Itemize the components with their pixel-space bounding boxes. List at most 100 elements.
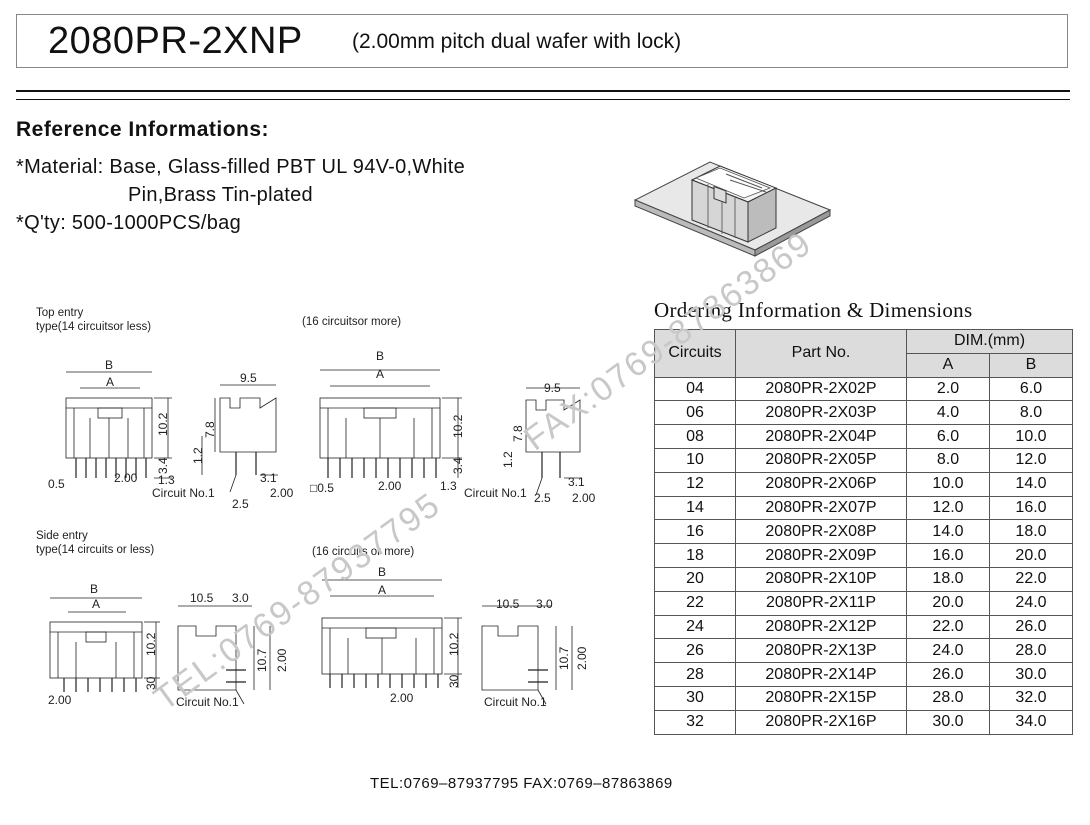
dim-label: 10.5 (496, 597, 520, 611)
circuit-label: Circuit No.1 (152, 486, 215, 500)
cell-circuits: 26 (654, 638, 736, 664)
title-box (16, 14, 1068, 68)
cell-circuits: 22 (654, 590, 736, 616)
cell-a: 18.0 (906, 566, 990, 592)
cell-a: 6.0 (906, 424, 990, 449)
cell-part: 2080PR-2X11P (735, 590, 907, 616)
cell-b: 26.0 (989, 614, 1073, 640)
side-entry-large-front-view (321, 579, 462, 688)
cell-circuits: 12 (654, 471, 736, 497)
dim-label: 2.5 (232, 497, 249, 511)
cell-a: 30.0 (906, 709, 990, 735)
cell-a: 4.0 (906, 400, 990, 426)
cell-circuits: 32 (654, 709, 736, 735)
side-entry-small-side-view (177, 605, 271, 705)
side-entry-more-label: (16 circuits or more) (312, 546, 415, 558)
cell-b: 6.0 (989, 376, 1073, 402)
dim-label: 3.1 (568, 475, 585, 489)
cell-part: 2080PR-2X07P (735, 495, 907, 521)
cell-b: 12.0 (989, 447, 1073, 473)
cell-part: 2080PR-2X03P (735, 400, 907, 426)
dim-label: 3.0 (232, 591, 249, 605)
top-entry-label: Top entry (36, 307, 84, 319)
side-entry-large-side-view (481, 605, 573, 705)
part-subtitle: (2.00mm pitch dual wafer with lock) (352, 30, 682, 53)
dim-label: 10.2 (156, 412, 170, 436)
cell-circuits: 10 (654, 447, 736, 473)
top-entry-small-front-view (65, 371, 172, 479)
dim-label: B (378, 565, 386, 579)
dim-label: 10.5 (190, 591, 214, 605)
cell-b: 28.0 (989, 638, 1073, 664)
dim-label: 3.4 (156, 457, 170, 474)
cell-a: 8.0 (906, 447, 990, 473)
circuit-label: Circuit No.1 (484, 695, 547, 709)
dim-label: 1.3 (440, 479, 457, 493)
header-part-no: Part No. (735, 329, 907, 378)
circuit-label: Circuit No.1 (464, 486, 527, 500)
cell-b: 18.0 (989, 519, 1073, 545)
cell-circuits: 04 (654, 376, 736, 402)
dim-label: 3.4 (451, 457, 465, 474)
dim-label: 2.00 (572, 491, 596, 505)
header-b: B (989, 352, 1073, 378)
cell-a: 2.0 (906, 376, 990, 402)
cell-b: 34.0 (989, 709, 1073, 735)
cell-circuits: 14 (654, 495, 736, 521)
cell-b: 14.0 (989, 471, 1073, 497)
header-rule-top (16, 90, 1070, 92)
dim-label: 2.00 (48, 693, 72, 707)
cell-b: 32.0 (989, 685, 1073, 711)
dim-label: 9.5 (544, 381, 561, 395)
dim-label: 7.8 (511, 425, 525, 442)
circuit-label: Circuit No.1 (176, 695, 239, 709)
header-a: A (906, 352, 990, 378)
cell-part: 2080PR-2X12P (735, 614, 907, 640)
cell-part: 2080PR-2X16P (735, 709, 907, 735)
cell-part: 2080PR-2X08P (735, 519, 907, 545)
side-entry-label: Side entry (36, 530, 88, 542)
cell-b: 30.0 (989, 662, 1073, 687)
material-line-1: *Material: Base, Glass-filled PBT UL 94V… (16, 156, 466, 178)
dim-label: 3.1 (260, 471, 277, 485)
dim-label: 2.00 (275, 648, 289, 672)
dim-label: 2.00 (114, 471, 138, 485)
cell-circuits: 06 (654, 400, 736, 426)
cell-part: 2080PR-2X14P (735, 662, 907, 687)
cell-part: 2080PR-2X06P (735, 471, 907, 497)
cell-circuits: 18 (654, 543, 736, 568)
cell-b: 16.0 (989, 495, 1073, 521)
ordering-title: Ordering Information & Dimensions (654, 298, 973, 322)
dim-label: 2.00 (390, 691, 414, 705)
cell-a: 20.0 (906, 590, 990, 616)
top-entry-large-side-view (525, 387, 582, 496)
dim-label: 10.2 (447, 632, 461, 656)
cell-b: 8.0 (989, 400, 1073, 426)
dim-label: A (376, 367, 384, 381)
cell-a: 28.0 (906, 685, 990, 711)
dim-label: A (378, 583, 386, 597)
side-entry-small-front-view (49, 597, 160, 692)
dim-label: 10.2 (144, 632, 158, 656)
dim-label: 2.00 (575, 646, 589, 670)
dim-label: A (92, 597, 100, 611)
dim-label: 7.8 (203, 421, 217, 438)
dim-label: 0.5 (48, 477, 65, 491)
top-entry-sub-label: type(14 circuitsor less) (36, 321, 152, 333)
dim-label: A (106, 375, 114, 389)
dim-label: B (376, 349, 384, 363)
dim-label: 2.5 (534, 491, 551, 505)
quantity-line: *Q'ty: 500-1000PCS/bag (16, 212, 241, 234)
dim-label: 10.2 (451, 414, 465, 438)
top-entry-large-front-view (319, 369, 462, 478)
cell-circuits: 08 (654, 424, 736, 449)
dim-label: 2.00 (270, 486, 294, 500)
dim-label: 1.2 (191, 447, 205, 464)
